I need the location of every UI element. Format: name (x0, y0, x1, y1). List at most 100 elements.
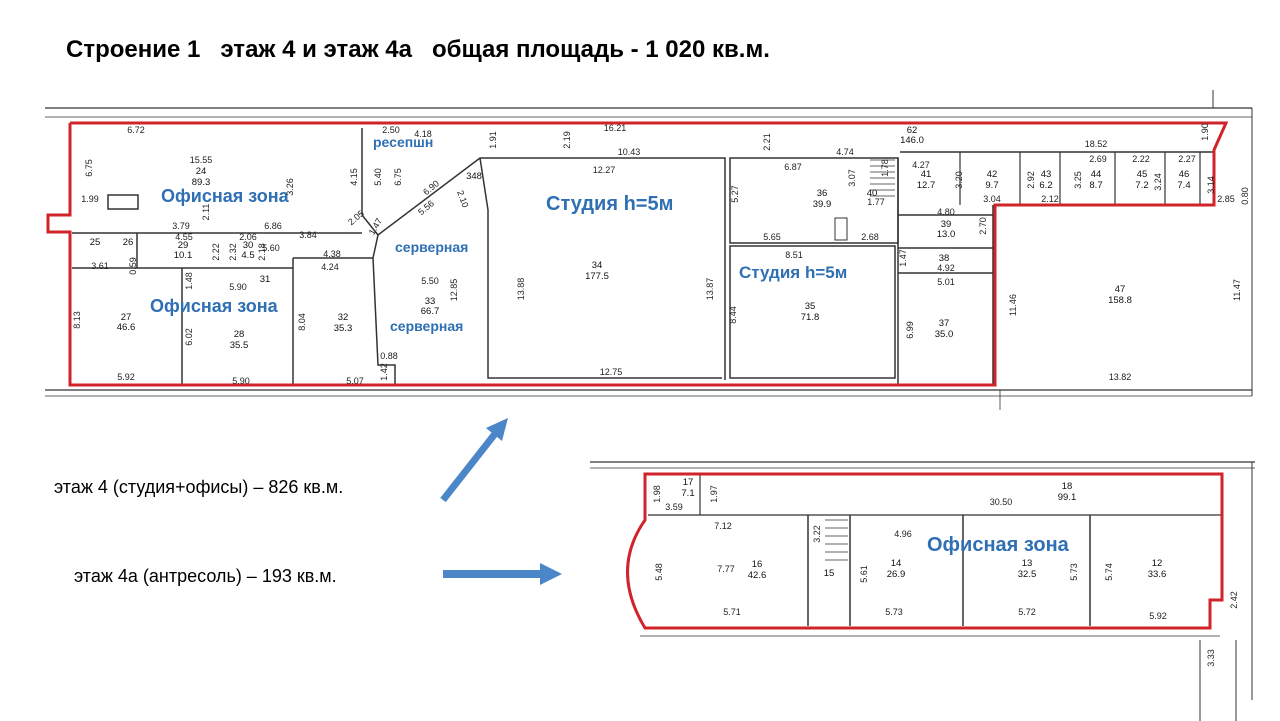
dim-label: 4.96 (894, 529, 912, 539)
dim-label: 5.40 (373, 168, 383, 186)
dim-label: 2.42 (1229, 591, 1239, 609)
dim-label: 1.91 (488, 131, 498, 149)
dim-label: 6.02 (184, 328, 194, 346)
dim-label: 13.88 (516, 278, 526, 301)
dim-label: 7.12 (714, 521, 732, 531)
dim-label: 2.18 (257, 243, 267, 261)
dim-label: 2.19 (562, 131, 572, 149)
dim-label: 3.07 (847, 169, 857, 187)
dim-label: 1.77 (867, 197, 885, 207)
room-36-number: 36 (817, 188, 828, 199)
dim-label: 5.71 (723, 607, 741, 617)
dim-label: 7.77 (717, 564, 735, 574)
dim-label: 11.47 (1232, 279, 1242, 301)
room-42-number: 42 (987, 169, 998, 180)
room-47-area: 158.8 (1108, 295, 1132, 306)
room-16-number: 16 (752, 559, 763, 570)
zone-label-office-left: Офисная зона (150, 296, 279, 316)
room-33-area: 66.7 (421, 306, 440, 317)
dim-label: 3.79 (172, 221, 190, 231)
zone-label-reception: ресепшн (373, 134, 433, 150)
dim-label: 1.47 (898, 249, 908, 267)
dim-label: 2.05 (346, 208, 366, 227)
dim-label: 0.88 (380, 351, 398, 361)
zone-label-server-1: серверная (395, 239, 468, 255)
dim-label: 2.69 (1089, 154, 1107, 164)
dim-label: 2.06 (239, 232, 257, 242)
floor4-room-labels: 24 89.3 25 26 29 10.1 30 4.5 31 27 46.6 … (90, 125, 1191, 351)
note-floor4a-area: этаж 4а (антресоль) – 193 кв.м. (74, 566, 337, 586)
dim-label: 1.42 (379, 363, 389, 381)
room-17-number: 17 (683, 477, 694, 488)
room-39-number: 39 (941, 219, 952, 230)
dim-label: 3.20 (954, 171, 964, 189)
zone-label-mezzanine-office: Офисная зона (927, 534, 1070, 556)
room-29-area: 10.1 (174, 250, 193, 261)
room-33-number: 33 (425, 296, 436, 307)
dim-label: 5.27 (730, 185, 740, 203)
floor4-dimensions: 6.72 6.75 1.99 15.55 3.79 6.86 2.11 3.26… (72, 123, 1250, 386)
room-38-number: 38 (939, 253, 950, 264)
floor4a-area-outline (626, 472, 1224, 630)
dim-label: 3.24 (1153, 173, 1163, 191)
arrow-to-floor4 (440, 418, 508, 503)
floor4a-dimensions: 1.98 1.97 3.59 30.50 7.12 4.96 3.22 5.48… (652, 485, 1239, 667)
dim-label: 1.98 (652, 485, 662, 503)
dim-label: 4.27 (912, 160, 930, 170)
room-30-number: 30 (243, 240, 254, 251)
room-24-area: 89.3 (192, 177, 211, 188)
room-44-number: 44 (1091, 169, 1102, 180)
dim-label: 2.21 (762, 133, 772, 151)
dim-label: 4.80 (937, 207, 955, 217)
room-45-number: 45 (1137, 169, 1148, 180)
room-42-area: 9.7 (985, 180, 998, 191)
room-30-area: 4.5 (241, 250, 254, 261)
room-28-number: 28 (234, 329, 245, 340)
room-12-number: 12 (1152, 558, 1163, 569)
dim-label: 12.85 (449, 279, 459, 302)
dim-label: 2.22 (211, 243, 221, 261)
dim-label: 2.68 (861, 232, 879, 242)
dim-label: 5.90 (229, 282, 247, 292)
room-62-area: 146.0 (900, 135, 924, 146)
room-27-area: 46.6 (117, 322, 136, 333)
dim-label: 2.12 (1041, 194, 1059, 204)
dim-label: 6.87 (784, 162, 802, 172)
room-43-area: 6.2 (1039, 180, 1052, 191)
dim-label: 2.32 (228, 243, 238, 261)
dim-label: 11.46 (1008, 294, 1018, 316)
floor4-walls (45, 90, 1253, 410)
dim-label: 5.74 (1104, 563, 1114, 581)
dim-label: 2.22 (1132, 154, 1150, 164)
room-36-area: 39.9 (813, 199, 832, 210)
dim-label: 18.52 (1085, 139, 1108, 149)
dim-label: 30.50 (990, 497, 1013, 507)
room-39-area: 13.0 (937, 229, 956, 240)
dim-label: 6.86 (264, 221, 282, 231)
dim-label: 0.59 (128, 257, 138, 275)
room-29-number: 29 (178, 240, 189, 251)
room-27-number: 27 (121, 312, 132, 323)
floor4a-walls (590, 461, 1255, 721)
dim-label: 3.33 (1206, 649, 1216, 667)
dim-label: 1.47 (367, 216, 384, 236)
dim-label: 6.99 (905, 321, 915, 339)
dim-label: 16.21 (604, 123, 627, 133)
dim-label: 1.78 (880, 159, 890, 177)
arrow-to-floor4a (443, 563, 562, 585)
dim-label: 4.92 (937, 263, 955, 273)
room-40-number: 40 (867, 188, 878, 199)
dim-label: 3.22 (812, 525, 822, 543)
dim-label: 2.50 (382, 125, 400, 135)
zone-label-studio-2: Студия h=5м (739, 263, 847, 282)
room-37-area: 35.0 (935, 329, 954, 340)
dim-label: 8.13 (72, 311, 82, 329)
room-13-area: 32.5 (1018, 569, 1037, 580)
dim-label: 5.65 (763, 232, 781, 242)
dim-label: 2.92 (1026, 171, 1036, 189)
dim-label: 2.85 (1217, 194, 1235, 204)
room-17-area: 7.1 (681, 488, 694, 499)
dim-label: 3.59 (665, 502, 683, 512)
room-26-number: 26 (123, 237, 134, 248)
